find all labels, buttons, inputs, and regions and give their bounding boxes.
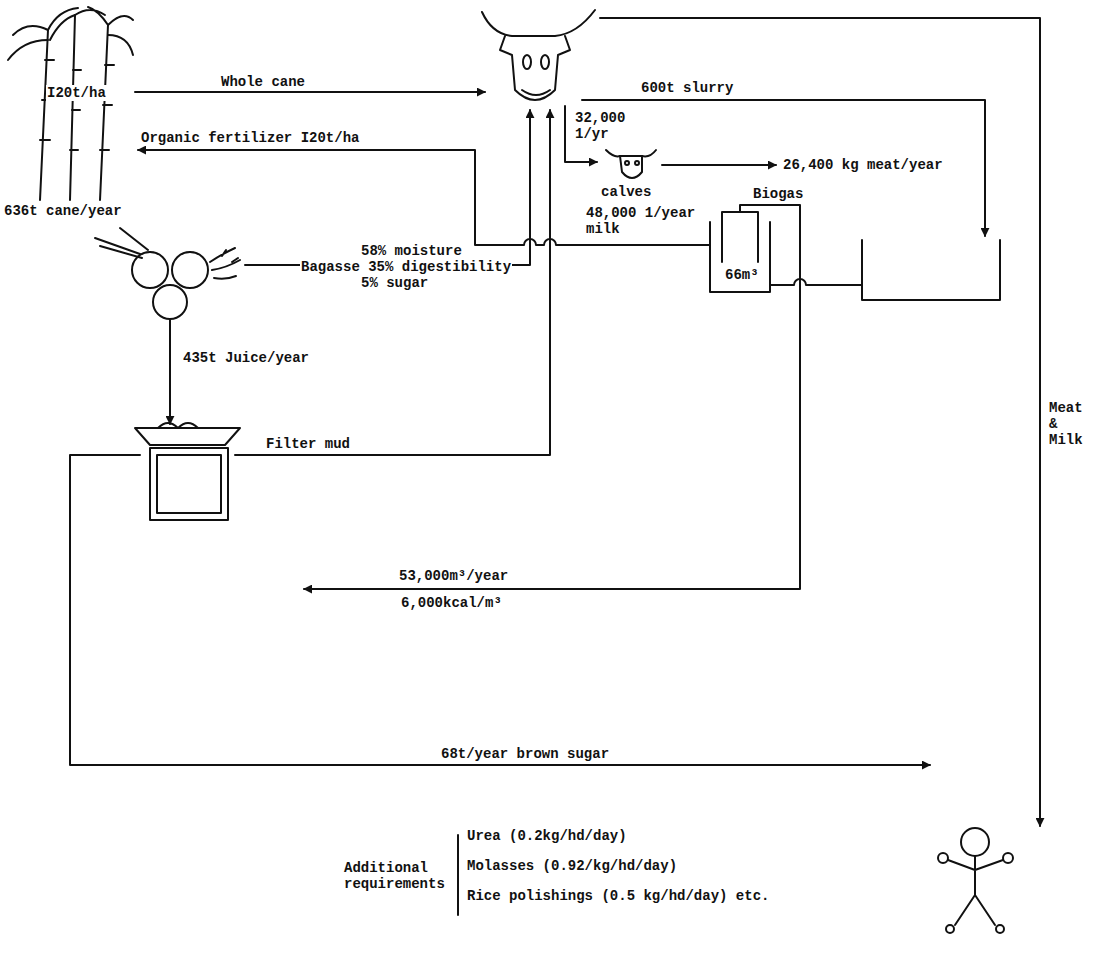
- juice-arrow: [169, 320, 171, 424]
- biogas-digester: [722, 212, 758, 262]
- slurry-pit: [862, 240, 1000, 300]
- note-item: Urea (0.2kg/hd/day): [466, 828, 628, 844]
- flow-label: Bagasse 35% digestibility: [300, 259, 512, 275]
- person: [946, 925, 954, 933]
- digester-node: 66m³: [705, 208, 777, 296]
- evaporator-pan: [135, 428, 240, 445]
- node-label: 636t cane/year: [3, 203, 123, 219]
- flow-label: 26,400 kg meat/year: [782, 157, 944, 173]
- person: [938, 828, 1013, 933]
- calf-head: [620, 156, 642, 178]
- calf-head: [635, 161, 639, 165]
- biogas-digester: [710, 212, 770, 292]
- meat-milk-arrow: [600, 18, 1040, 826]
- flow-label: Biogas: [752, 186, 804, 202]
- calf-head: [625, 161, 629, 165]
- sugar-cane: [40, 60, 114, 150]
- slurry-arrow: [582, 100, 985, 236]
- node-label: 66m³: [724, 267, 760, 283]
- meat-arrow: [662, 164, 776, 166]
- flow-label: Meat & Milk: [1048, 400, 1084, 448]
- note-item: Rice polishings (0.5 kg/hd/day) etc.: [466, 888, 770, 904]
- sugar-cane: [8, 7, 133, 60]
- whole-cane-arrow: [135, 91, 485, 93]
- evaporator-pan: [135, 423, 240, 520]
- cow-head: [541, 55, 549, 69]
- flow-label: Organic fertilizer I20t/ha: [140, 130, 360, 146]
- sugar-cane: [40, 15, 108, 200]
- biogas-digester: [710, 222, 770, 292]
- evaporator-pan: [157, 455, 221, 513]
- person: [938, 853, 948, 863]
- flow-label: 53,000m³/year: [398, 568, 509, 584]
- flow-label: 58% moisture: [360, 243, 463, 259]
- cane-mill: [172, 252, 208, 288]
- node-label: calves: [600, 184, 652, 200]
- calf-head: [606, 150, 656, 178]
- filter-mud-arrow: [235, 110, 550, 455]
- person: [996, 925, 1004, 933]
- calves-node: calves: [596, 145, 664, 203]
- flow-label: Filter mud: [265, 436, 351, 452]
- note-item: Molasses (0.92/kg/hd/day): [466, 858, 678, 874]
- slurry-pit: [862, 240, 1000, 300]
- flow-label: 435t Juice/year: [182, 350, 310, 366]
- cow-head: [500, 36, 570, 100]
- cane-mill: [153, 285, 187, 319]
- evaporator-pan: [158, 423, 198, 428]
- cow-head: [523, 55, 531, 69]
- flow-label: 600t slurry: [640, 80, 734, 96]
- person: [961, 828, 989, 856]
- cane-mill: [210, 248, 240, 279]
- flow-label: 6,000kcal/m³: [400, 595, 503, 611]
- flow-label: 48,000 1/year milk: [585, 205, 705, 237]
- cow-head: [482, 10, 595, 36]
- flow-label: 5% sugar: [360, 275, 429, 291]
- flow-label: 32,000 1/yr: [574, 110, 635, 142]
- cane-mill: [95, 228, 240, 319]
- person: [1003, 853, 1013, 863]
- node-label: I20t/ha: [46, 85, 107, 101]
- cane-mill: [95, 228, 148, 258]
- flow-label: Whole cane: [220, 74, 306, 90]
- digester-pipe: [770, 279, 862, 285]
- fertilizer-arrow: [138, 150, 710, 245]
- note-heading: Additional requirements: [343, 860, 446, 892]
- evaporator-pan: [150, 448, 228, 520]
- sugar-cane: [8, 7, 133, 200]
- person: [948, 856, 1003, 925]
- calf-head: [606, 150, 656, 156]
- cow-head: [522, 90, 550, 95]
- cow-head: [482, 10, 595, 100]
- sugar-cane-node: I20t/ha 636t cane/year: [0, 5, 185, 220]
- flow-label: 68t/year brown sugar: [440, 746, 610, 762]
- flow-lines: [70, 18, 1040, 915]
- bracket-line: [457, 835, 459, 915]
